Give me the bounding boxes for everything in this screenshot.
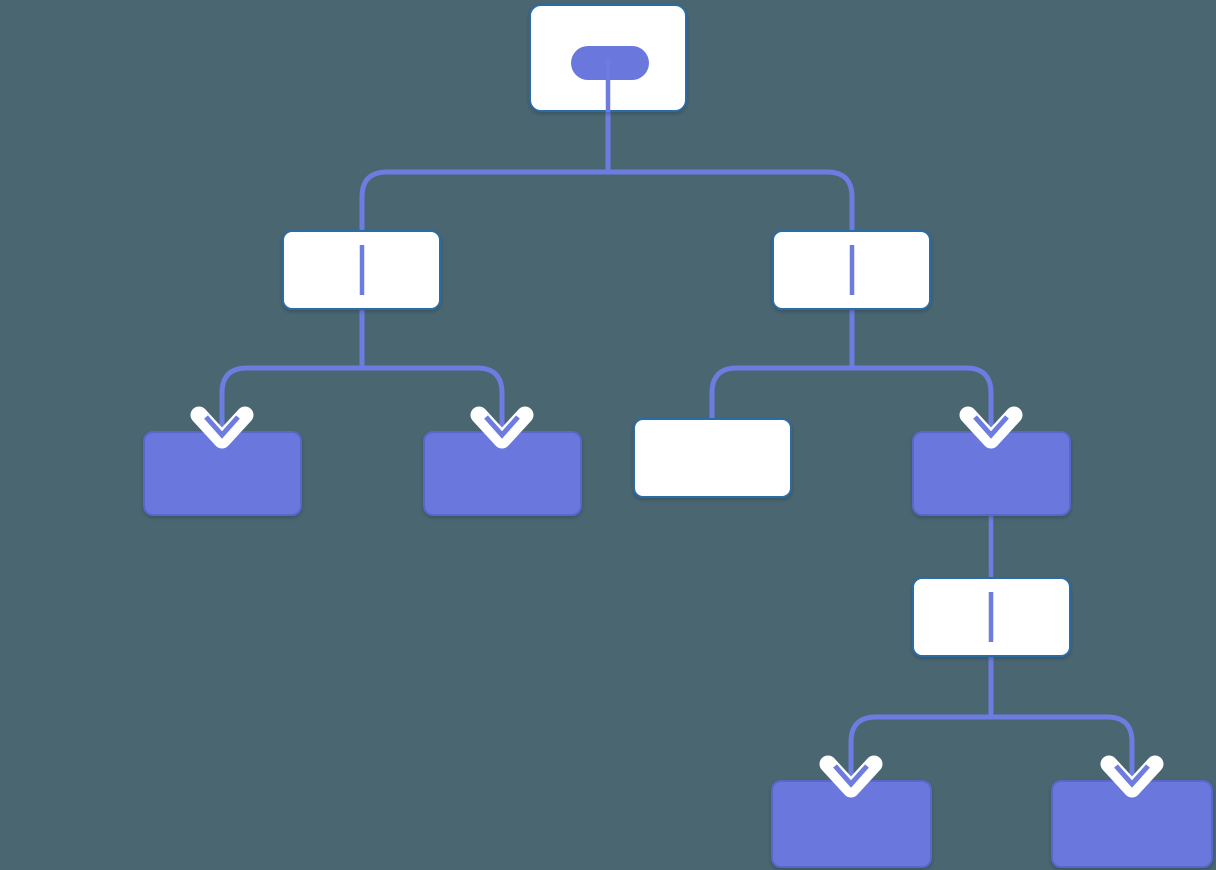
node-branch-right[interactable]	[772, 230, 931, 310]
node-leaf-3-white[interactable]	[633, 418, 792, 498]
node-leaf-2[interactable]	[423, 431, 582, 516]
node-leaf-1[interactable]	[143, 431, 302, 516]
root-inner-pill-icon	[571, 46, 649, 80]
node-leaf-4[interactable]	[912, 431, 1071, 516]
node-leaf-5[interactable]	[771, 780, 932, 868]
node-leaf-6[interactable]	[1051, 780, 1213, 868]
node-branch-left[interactable]	[282, 230, 441, 310]
node-sub-branch[interactable]	[912, 577, 1071, 657]
node-root[interactable]	[529, 4, 687, 112]
